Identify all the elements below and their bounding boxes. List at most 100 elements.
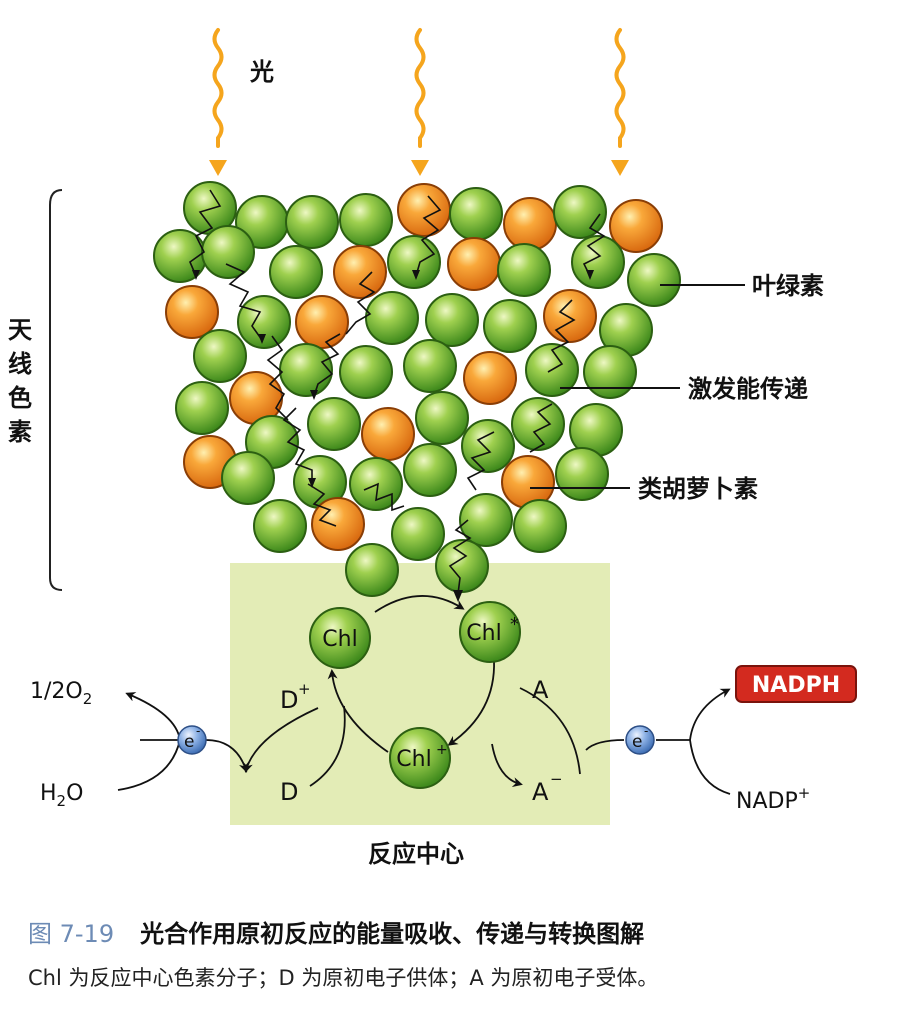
carotenoid-sphere <box>447 237 501 291</box>
nadp-reduction-arrows <box>585 688 731 795</box>
chlorophyll-sphere <box>555 447 609 501</box>
arc-d-to-chl <box>309 705 346 787</box>
chlorophyll-sphere <box>627 253 681 307</box>
light-arrows <box>212 28 626 148</box>
arrow-chl-oxidized-to-chl <box>327 669 389 753</box>
light-wave-2 <box>414 28 426 148</box>
svg-text:H2O: H2O <box>40 781 83 810</box>
chlorophyll-sphere <box>511 397 565 451</box>
acceptor-label: A <box>532 676 549 704</box>
svg-text:Chl: Chl <box>396 747 431 772</box>
svg-text:Chl: Chl <box>322 627 357 652</box>
chl-oxidized-state: Chl + <box>389 727 451 789</box>
zigzag-12 <box>363 482 405 512</box>
carotenoid-sphere <box>295 295 349 349</box>
chlorophyll-sphere <box>387 235 441 289</box>
zigzag-2 <box>225 263 263 341</box>
chlorophyll-sphere <box>553 185 607 239</box>
svg-text:NADP+: NADP+ <box>736 784 810 814</box>
svg-text:*: * <box>510 614 519 635</box>
chlorophyll-sphere <box>269 245 323 299</box>
chlorophyll-sphere <box>459 493 513 547</box>
svg-text:Chl: Chl <box>466 621 501 646</box>
chlorophyll-sphere <box>279 343 333 397</box>
oxygen-label: 1/2O2 <box>30 679 92 708</box>
svg-text:D: D <box>280 686 298 714</box>
arrow-chl-excited-to-chl-oxidized <box>447 659 495 746</box>
chlorophyll-sphere <box>339 345 393 399</box>
zigzag-11 <box>529 403 553 453</box>
svg-text:1/2O2: 1/2O2 <box>30 679 92 708</box>
chlorophyll-sphere <box>415 391 469 445</box>
chlorophyll-sphere <box>571 235 625 289</box>
carotenoid-sphere <box>543 289 597 343</box>
arrow-chl-to-chl-excited <box>374 595 465 613</box>
light-label: 光 <box>249 58 274 86</box>
arc-water-in <box>117 739 181 791</box>
carotenoid-sphere <box>165 285 219 339</box>
arrow-to-nadph <box>689 688 731 741</box>
chlorophyll-sphere <box>307 397 361 451</box>
svg-text:e: e <box>184 732 194 752</box>
chlorophyll-sphere <box>253 499 307 553</box>
light-wave-1 <box>212 28 224 148</box>
chlorophyll-sphere <box>365 291 419 345</box>
antenna-label-char-4: 素 <box>8 418 32 446</box>
chlorophyll-sphere <box>583 345 637 399</box>
chlorophyll-sphere <box>483 299 537 353</box>
zigzag-9 <box>582 213 606 277</box>
carotenoid-sphere <box>333 245 387 299</box>
chlorophyll-sphere <box>461 419 515 473</box>
excitation-transfer-paths <box>189 189 606 595</box>
zigzag-7 <box>345 271 376 335</box>
chlorophyll-sphere <box>425 293 479 347</box>
chlorophyll-sphere <box>345 543 399 597</box>
figure-title: 光合作用原初反应的能量吸收、传递与转换图解 <box>140 920 645 948</box>
svg-text:−: − <box>550 770 563 788</box>
carotenoid-sphere <box>311 497 365 551</box>
chlorophyll-sphere <box>391 507 445 561</box>
line-acceptor-to-electron <box>585 739 625 751</box>
chlorophyll-sphere <box>403 339 457 393</box>
chlorophyll-sphere <box>339 193 393 247</box>
excitation-transfer-label: 激发能传递 <box>688 375 808 403</box>
svg-text:A: A <box>532 778 549 806</box>
antenna-label-char-1: 天 <box>8 316 32 344</box>
svg-text:NADPH: NADPH <box>752 673 840 698</box>
chlorophyll-sphere <box>513 499 567 553</box>
svg-text:+: + <box>436 742 448 758</box>
zigzag-13 <box>466 431 495 491</box>
carotenoid-sphere <box>503 197 557 251</box>
excitation-arrowheads <box>192 270 594 602</box>
chlorophyll-sphere <box>403 443 457 497</box>
reaction-center-label: 反应中心 <box>368 840 464 868</box>
antenna-bracket <box>49 189 63 591</box>
zigzag-10 <box>547 299 576 373</box>
light-arrowheads <box>209 160 629 176</box>
figure-note: Chl 为反应中心色素分子；D 为原初电子供体；A 为原初电子受体。 <box>28 966 659 990</box>
svg-text:+: + <box>298 680 311 698</box>
chlorophyll-label: 叶绿素 <box>752 272 824 300</box>
donor-label: D <box>280 778 298 806</box>
svg-text:-: - <box>644 724 648 738</box>
nadp-label: NADP+ <box>736 784 810 814</box>
acceptor-reduced-label: A − <box>532 770 563 806</box>
zigzag-4 <box>282 407 313 484</box>
arc-nadp-in <box>689 739 731 795</box>
leader-lines <box>530 284 745 489</box>
svg-text:-: - <box>196 724 200 738</box>
chlorophyll-sphere <box>221 451 275 505</box>
arrow-to-a-minus <box>491 743 523 787</box>
water-label: H2O <box>40 781 83 810</box>
electron-right: e - <box>625 724 655 755</box>
chlorophyll-sphere <box>497 243 551 297</box>
zigzag-14 <box>448 519 472 595</box>
zigzag-6 <box>415 195 442 277</box>
chlorophyll-sphere <box>175 381 229 435</box>
chlorophyll-sphere <box>201 225 255 279</box>
arrow-to-oxygen <box>125 692 181 741</box>
zigzag-8 <box>313 333 341 397</box>
chlorophyll-sphere <box>193 329 247 383</box>
arrow-d-plus-to-d <box>243 707 319 773</box>
